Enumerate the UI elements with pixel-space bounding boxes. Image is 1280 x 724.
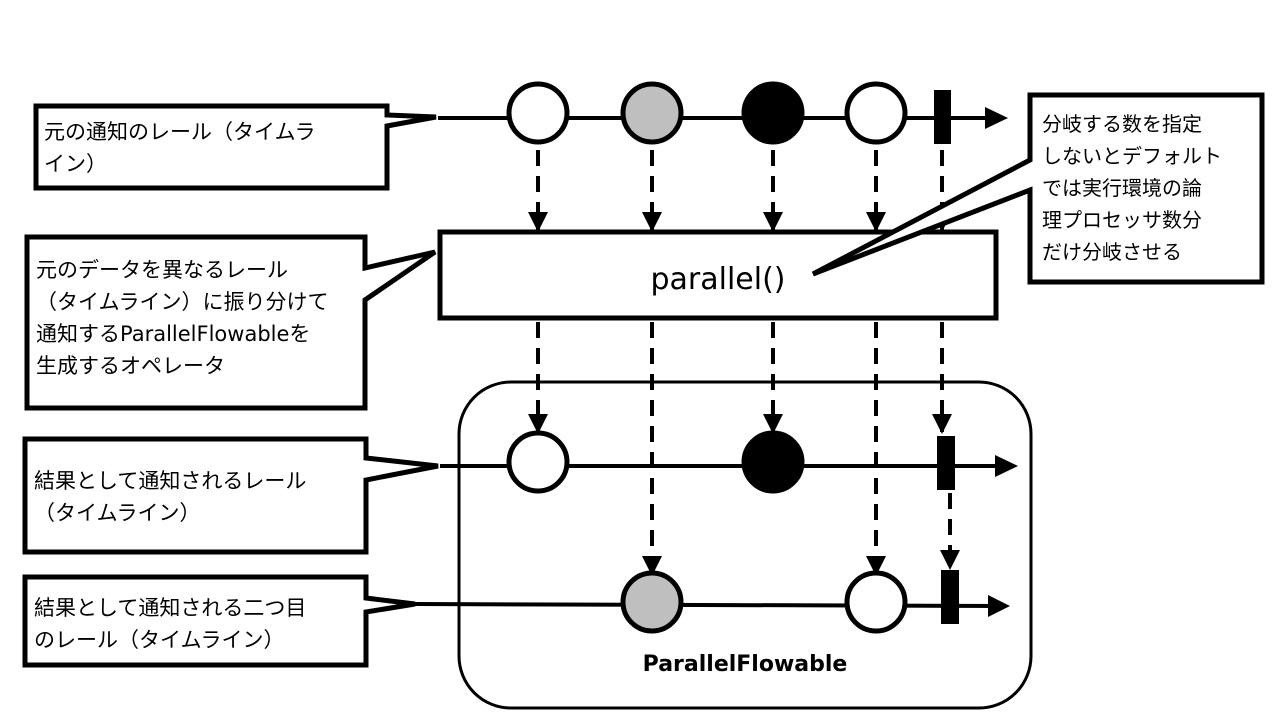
rail-1-marble-2: [741, 430, 805, 494]
rail-2-marble-1: [620, 570, 684, 634]
source-timeline-arrowhead: [985, 107, 1008, 129]
result-rail-1: [440, 430, 1018, 494]
callout-rail-2-text: 結果として通知される二つ目 のレール（タイムライン）: [34, 596, 307, 652]
callout-operator-bubble: [24, 234, 437, 411]
source-marble-3: [741, 81, 805, 145]
source-timeline: [438, 81, 1008, 145]
rail-2-marble-2: [844, 570, 908, 634]
callout-rail-1-text: 結果として通知されるレール （タイムライン）: [34, 469, 307, 525]
rail-1-complete-marker: [937, 436, 955, 490]
rail-2-arrowhead: [988, 595, 1010, 617]
callout-operator-text: 元のデータを異なるレール （タイムライン）に振り分けて 通知するParallel…: [36, 258, 329, 378]
source-complete-marker: [934, 90, 951, 144]
container-label: ParallelFlowable: [642, 652, 848, 677]
rail-2-complete-marker: [941, 570, 959, 624]
source-marble-1: [506, 81, 570, 145]
rail-1-arrowhead: [995, 455, 1018, 477]
callout-source-rail-bubble: [33, 103, 437, 191]
rail-2-line: [414, 602, 1001, 608]
source-to-operator-arrows: [528, 150, 952, 232]
callout-default-count-text: 分岐する数を指定 しないとデフォルト では実行環境の論 理プロセッサ数分 だけ分…: [1042, 112, 1222, 264]
parallel-operator-box: [437, 229, 999, 321]
operator-label: parallel(): [650, 262, 786, 297]
result-rail-2: [414, 570, 1010, 634]
source-marble-2: [620, 81, 684, 145]
operator-to-rails-arrows: [528, 322, 960, 576]
callout-source-rail-text: 元の通知のレール（タイムラ イン）: [44, 120, 316, 176]
rail-1-marble-1: [506, 430, 570, 494]
source-marble-4: [844, 81, 908, 145]
callout-rail-2-bubble: [22, 574, 416, 668]
callout-default-count-bubble: [811, 92, 1265, 285]
callout-rail-1-bubble: [22, 436, 439, 555]
